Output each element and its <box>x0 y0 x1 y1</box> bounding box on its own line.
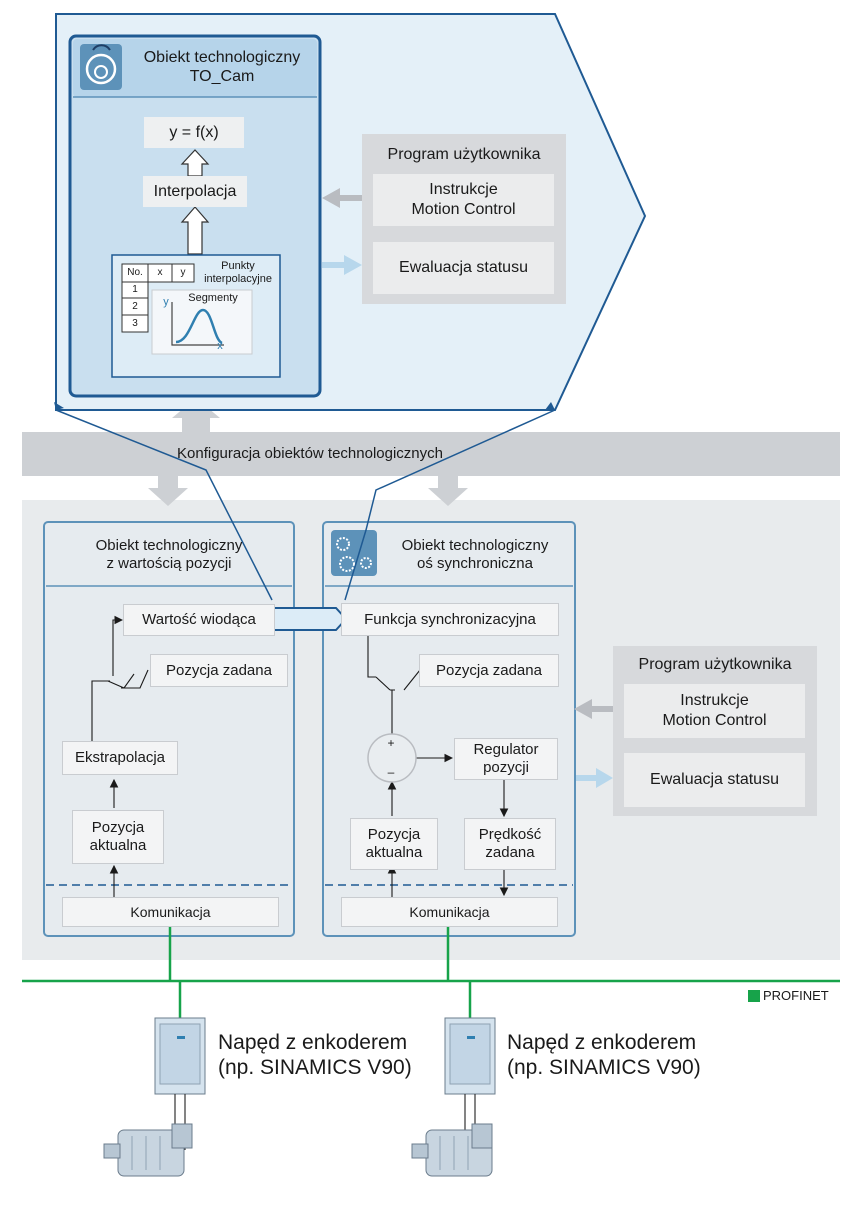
sync-axis-title: Obiekt technologiczny oś synchroniczna <box>401 537 549 572</box>
sync-axis-panel <box>322 521 576 937</box>
table-header-x: x <box>157 267 163 278</box>
actual-position-left-box: Pozycja aktualna <box>72 810 164 864</box>
leading-value-box: Wartość wiodąca <box>123 604 275 636</box>
position-object-title: Obiekt technologiczny z wartością pozycj… <box>95 537 243 572</box>
drive-left-label: Napęd z enkoderem (np. SINAMICS V90) <box>218 1031 412 1080</box>
arrow-cam-to-status <box>322 255 362 275</box>
user-program-top-instructions: Instrukcje Motion Control <box>373 174 554 226</box>
user-program-top-title: Program użytkownika <box>387 146 541 164</box>
table-header-y: y <box>180 267 186 278</box>
drive-right-label: Napęd z enkoderem (np. SINAMICS V90) <box>507 1031 701 1080</box>
config-arrow-top <box>172 398 220 432</box>
actual-position-right-box: Pozycja aktualna <box>350 818 438 870</box>
extrapolation-box: Ekstrapolacja <box>62 741 178 775</box>
cam-flow-arrow-1 <box>180 149 210 177</box>
arrow-program-to-cam <box>322 188 362 208</box>
drive-left-icon <box>103 1017 206 1177</box>
segments-label: Segmenty <box>188 292 238 305</box>
user-program-top-status: Ewaluacja statusu <box>373 242 554 294</box>
profinet-label: PROFINET <box>763 988 829 1004</box>
cam-icon <box>80 44 122 90</box>
drive-right-icon <box>411 1017 496 1177</box>
segment-axis-y: y <box>163 296 169 309</box>
arrow-program-to-sync <box>574 699 613 719</box>
sum-plus-sign: + <box>387 735 395 750</box>
line-sync-to-switch <box>367 634 376 678</box>
cam-interpolation-box: Interpolacja <box>143 176 247 207</box>
profinet-legend-swatch <box>748 990 760 1002</box>
cam-function-box: y = f(x) <box>144 117 244 148</box>
arrow-sync-to-status <box>576 768 613 788</box>
cam-link-left <box>55 409 273 601</box>
gears-icon <box>331 530 377 576</box>
table-header-no: No. <box>127 267 143 278</box>
table-row-3: 3 <box>132 317 138 329</box>
config-arrow-right <box>428 476 468 506</box>
table-row-1: 1 <box>132 284 138 295</box>
communication-right-box: Komunikacja <box>341 897 558 927</box>
user-program-bottom-status: Ewaluacja statusu <box>624 753 805 807</box>
cam-flow-arrow-2 <box>180 206 210 255</box>
sum-minus-sign: – <box>387 764 395 779</box>
leading-value-connector <box>271 607 348 631</box>
position-regulator-box: Regulator pozycji <box>454 738 558 780</box>
line-switch-to-leading <box>112 615 124 676</box>
cam-link-right <box>344 409 556 601</box>
line-extrap-to-switch <box>91 680 110 741</box>
user-program-bottom-instructions: Instrukcje Motion Control <box>624 684 805 738</box>
segment-curve <box>175 308 223 345</box>
interp-table <box>121 263 195 333</box>
config-bar <box>22 432 840 476</box>
summing-junction <box>367 733 417 783</box>
config-bar-label: Konfiguracja obiektów technologicznych <box>177 445 443 462</box>
user-program-bottom-title: Program użytkownika <box>638 656 792 674</box>
segment-plot <box>151 289 253 355</box>
table-row-2: 2 <box>132 300 138 312</box>
segment-axes <box>171 302 224 346</box>
sync-function-box: Funkcja synchronizacyjna <box>341 603 559 636</box>
position-object-panel <box>43 521 295 937</box>
position-setpoint-right-box: Pozycja zadana <box>419 654 559 687</box>
position-setpoint-left-box: Pozycja zadana <box>150 654 288 687</box>
segment-axis-x: x <box>217 340 223 353</box>
communication-left-box: Komunikacja <box>62 897 279 927</box>
switch-left <box>107 669 149 689</box>
interp-points-label: Punkty interpolacyjne <box>204 259 272 285</box>
config-arrow-left <box>148 476 188 506</box>
speed-setpoint-box: Prędkość zadana <box>464 818 556 870</box>
cam-object-title: Obiekt technologiczny TO_Cam <box>143 48 301 85</box>
